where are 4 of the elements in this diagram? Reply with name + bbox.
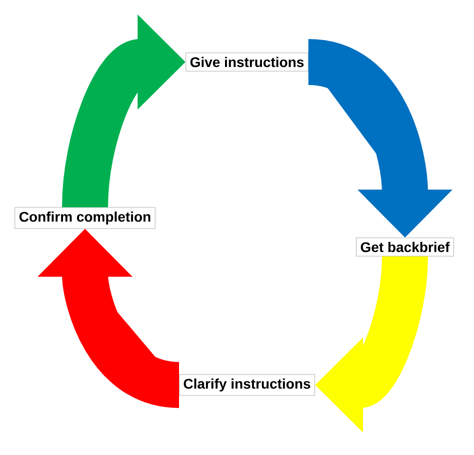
step-label: Confirm completion [14, 207, 156, 229]
step-label: Clarify instructions [179, 374, 315, 396]
step-label: Give instructions [186, 52, 308, 72]
step-label: Get backbrief [356, 238, 454, 256]
